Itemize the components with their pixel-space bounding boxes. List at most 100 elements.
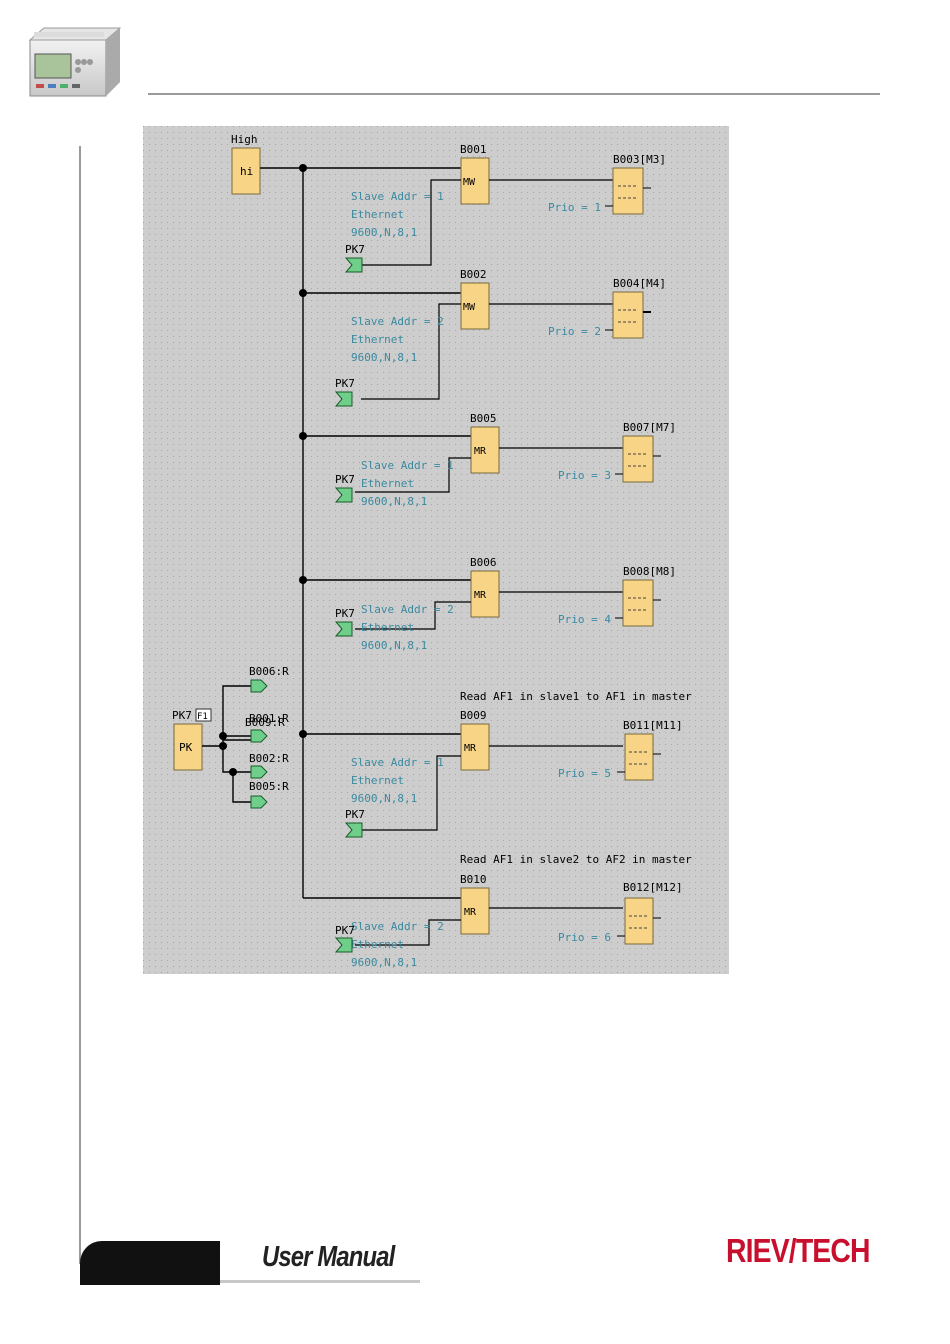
margin-rule [79,146,81,1264]
prio-label: Prio = 2 [548,325,601,338]
brand-name: RIEV/TECH [726,1232,871,1269]
row-b005: B005 MR Slave Addr = 1 Ethernet 9600,N,8… [334,412,676,508]
footer-dark-band [80,1241,220,1285]
param-serial: 9600,N,8,1 [351,351,417,364]
reset-connector-3[interactable]: B002:R [249,752,289,779]
row-b009: Read AF1 in slave1 to AF1 in master B009… [344,690,692,838]
input-connector[interactable] [334,391,353,407]
target-label: B004[M4] [613,277,666,290]
target-b011[interactable] [624,733,654,781]
input-label: PK7 [335,607,355,620]
param-serial: 9600,N,8,1 [351,226,417,239]
row-b006: B006 MR Slave Addr = 2 Ethernet 9600,N,8… [334,556,676,652]
row-b010: Read AF1 in slave2 to AF2 in master B010… [334,853,692,969]
input-connector[interactable] [344,822,363,838]
block-id: B010 [460,873,487,886]
prio-label: Prio = 6 [558,931,611,944]
param-serial: 9600,N,8,1 [351,792,417,805]
target-label: B011[M11] [623,719,683,732]
param-serial: 9600,N,8,1 [361,639,427,652]
block-b009[interactable] [460,723,490,771]
reset-label: B001:R [249,712,289,725]
pk-block-text: PK [179,741,193,754]
target-b003[interactable] [612,167,644,215]
target-label: B012[M12] [623,881,683,894]
target-label: B007[M7] [623,421,676,434]
row-b002: B002 MW Slave Addr = 2 Ethernet 9600,N,8… [334,268,666,407]
block-b006[interactable] [470,570,500,618]
block-b002[interactable] [460,282,490,330]
footer-title: User Manual [262,1241,395,1273]
block-b001[interactable] [460,157,490,205]
param-slave-addr: Slave Addr = 2 [351,920,444,933]
block-fn: MW [463,302,476,313]
target-b004[interactable] [612,291,644,339]
block-id: B001 [460,143,487,156]
input-label: PK7 [345,243,365,256]
block-id: B006 [470,556,497,569]
target-b007[interactable] [622,435,654,483]
reset-label: B002:R [249,752,289,765]
brand-logo: RIEV/TECH [726,1218,902,1278]
note: Read AF1 in slave2 to AF2 in master [460,853,692,866]
param-network: Ethernet [351,333,404,346]
high-label: High [231,133,258,146]
target-label: B008[M8] [623,565,676,578]
input-connector[interactable] [334,487,353,503]
target-b008[interactable] [622,579,654,627]
block-fn: MR [464,907,477,918]
header-rule [148,93,880,95]
high-block[interactable] [231,147,261,195]
input-connector[interactable] [334,937,353,953]
target-label: B003[M3] [613,153,666,166]
pk-block-group: PK7 F1 PK B006:R B009:R [172,665,289,809]
reset-label: B005:R [249,780,289,793]
input-connector[interactable] [334,621,353,637]
note: Read AF1 in slave1 to AF1 in master [460,690,692,703]
reset-label: B006:R [249,665,289,678]
input-label: PK7 [335,377,355,390]
reset-connector-4[interactable]: B005:R [249,780,289,809]
param-slave-addr: Slave Addr = 2 [361,603,454,616]
param-network: Ethernet [351,208,404,221]
block-id: B002 [460,268,487,281]
block-fn: MR [464,743,477,754]
reset-connector-2[interactable]: B001:R [249,712,289,725]
block-id: B009 [460,709,487,722]
prio-label: Prio = 1 [548,201,601,214]
prio-label: Prio = 5 [558,767,611,780]
input-connector[interactable] [344,257,363,273]
input-label: PK7 [335,924,355,937]
param-slave-addr: Slave Addr = 1 [361,459,454,472]
param-network: Ethernet [351,774,404,787]
prio-label: Prio = 3 [558,469,611,482]
target-b012[interactable] [624,897,654,945]
pk-label: PK7 [172,709,192,722]
param-network: Ethernet [361,477,414,490]
footer-bar: User Manual [70,1235,420,1290]
block-fn: MW [463,177,476,188]
input-label: PK7 [345,808,365,821]
pk-block[interactable] [173,723,203,771]
footer-light-band [220,1235,420,1283]
param-network: Ethernet [361,621,414,634]
function-block-diagram: High hi B001 MW Slave Addr [143,126,729,974]
prio-label: Prio = 4 [558,613,611,626]
block-fn: MR [474,590,487,601]
row-b001: B001 MW Slave Addr = 1 Ethernet 9600,N,8… [344,143,666,273]
param-slave-addr: Slave Addr = 1 [351,190,444,203]
input-label: PK7 [335,473,355,486]
param-serial: 9600,N,8,1 [361,495,427,508]
reset-connector-0[interactable]: B006:R [249,665,289,693]
reset-connector-1[interactable]: B009:R [245,716,285,743]
param-slave-addr: Slave Addr = 1 [351,756,444,769]
high-block-text: hi [240,165,253,178]
block-id: B005 [470,412,497,425]
block-b010[interactable] [460,887,490,935]
param-slave-addr: Slave Addr = 2 [351,315,444,328]
block-b005[interactable] [470,426,500,474]
plc-device-image [28,27,122,97]
reset-label: B009:R [245,716,285,729]
param-network: Ethernet [351,938,404,951]
pk-tag: F1 [197,712,208,722]
